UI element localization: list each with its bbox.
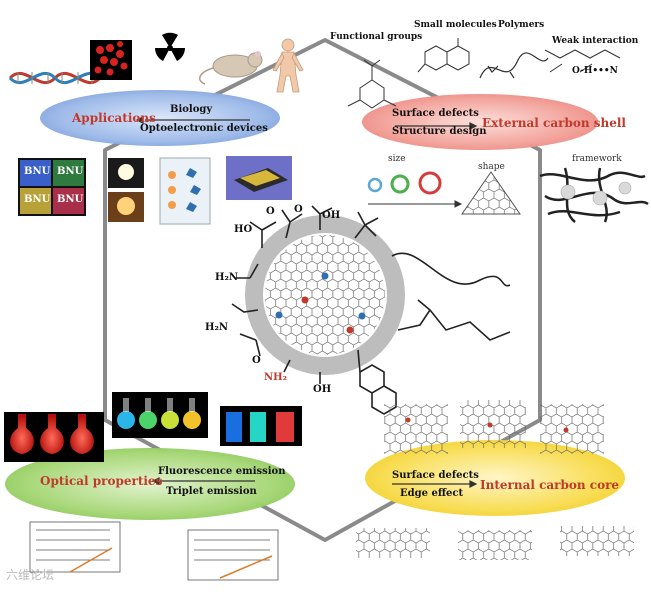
core-item-edge-effect: Edge effect xyxy=(400,488,464,499)
color-flask-photo xyxy=(112,392,208,438)
mouse-icon xyxy=(198,51,263,85)
size-dots xyxy=(367,171,442,195)
applications-title: Applications xyxy=(72,111,156,125)
optical-item-fluorescence: Fluorescence emission xyxy=(158,466,286,477)
small-molecule-structure xyxy=(417,38,470,73)
atom-ho-top: HO xyxy=(234,224,253,235)
optical-ellipse xyxy=(5,448,295,520)
label-functional-groups: Functional groups xyxy=(330,32,423,42)
core-item-surface-defects: Surface defects xyxy=(392,470,479,481)
cuvette-photo xyxy=(220,406,302,446)
red-flask-photo xyxy=(4,412,104,462)
atom-oh-bottom: OH xyxy=(313,384,332,395)
core-title: Internal carbon core xyxy=(480,478,620,492)
atom-o-top1: O xyxy=(266,206,275,217)
bnu-display-photo xyxy=(18,158,86,216)
applications-item-biology: Biology xyxy=(170,104,213,115)
label-shape: shape xyxy=(478,162,505,172)
core-lattice-bottom xyxy=(356,526,634,560)
shape-triangle xyxy=(461,171,521,215)
bnu-label-4: BNU xyxy=(57,194,84,205)
optical-arrow xyxy=(151,477,255,485)
device-chip-photo xyxy=(226,156,292,200)
shell-ellipse xyxy=(362,94,598,150)
shell-item-surface-defects: Surface defects xyxy=(392,108,479,119)
human-body-icon xyxy=(272,38,304,93)
bnu-label-3: BNU xyxy=(24,194,51,205)
label-small-molecules: Small molecules xyxy=(414,20,497,30)
applications-arrow xyxy=(135,116,250,124)
label-oh-n-bond: O-H•••N xyxy=(572,66,618,76)
cell-image-icon xyxy=(90,40,132,80)
led-photos xyxy=(108,158,144,222)
framework-cores xyxy=(560,181,632,206)
shell-item-structure-design: Structure design xyxy=(392,126,487,137)
surface-ligands xyxy=(231,205,511,384)
optical-title: Optical properties xyxy=(40,474,163,488)
bnu-label-2: BNU xyxy=(57,166,84,177)
applications-item-optoelectronic: Optoelectronic devices xyxy=(140,123,268,134)
bnu-label-1: BNU xyxy=(24,166,51,177)
atom-nh2-bottom: NH₂ xyxy=(264,372,287,383)
solar-cell-diagram xyxy=(159,157,211,225)
optical-item-triplet: Triplet emission xyxy=(166,486,257,497)
label-size: size xyxy=(388,154,406,164)
atom-o-amide: O xyxy=(252,355,261,366)
radiation-icon xyxy=(155,32,185,61)
core-arrow xyxy=(392,480,478,488)
atom-oh-top: OH xyxy=(322,210,341,221)
applications-ellipse xyxy=(40,90,280,146)
polymer-chain xyxy=(479,52,549,79)
label-weak-interaction: Weak interaction xyxy=(552,36,639,46)
atom-h2n-left: H₂N xyxy=(215,272,238,283)
size-arrow xyxy=(368,200,463,208)
carbon-dot-core xyxy=(265,235,385,355)
functional-group-structure xyxy=(347,59,397,109)
label-polymers: Polymers xyxy=(498,20,545,30)
atom-h2n-amide: H₂N xyxy=(205,322,228,333)
core-lattice-top xyxy=(384,400,604,454)
heteroatom-dots xyxy=(275,272,366,334)
label-framework: framework xyxy=(572,154,622,164)
shell-arrow xyxy=(395,122,478,130)
central-hexagon-frame xyxy=(103,38,542,542)
weak-interaction-lines xyxy=(544,49,621,73)
watermark: 六维论坛 xyxy=(6,568,55,582)
core-ellipse xyxy=(365,440,625,516)
spectra-plots xyxy=(29,521,279,581)
atom-o-top2: O xyxy=(294,204,303,215)
shell-title: External carbon shell xyxy=(482,116,626,130)
dna-icon xyxy=(8,71,102,85)
